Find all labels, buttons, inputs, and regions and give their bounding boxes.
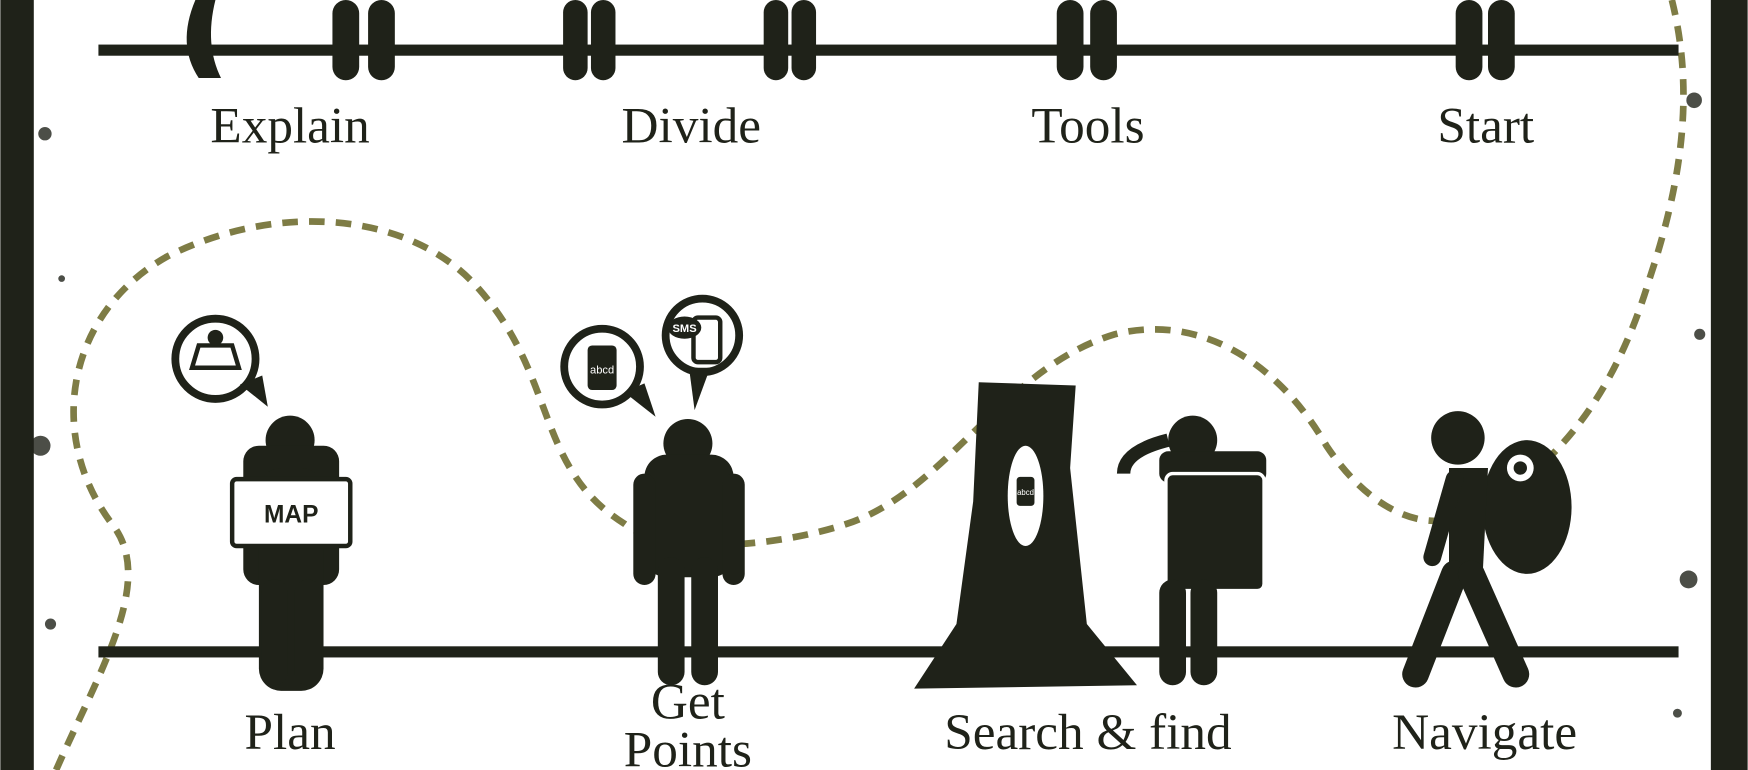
grunge-speckles xyxy=(30,92,1706,718)
plan-figure: MAP xyxy=(171,314,353,691)
tree-jar-icon xyxy=(1016,476,1035,506)
map-sign-text: MAP xyxy=(264,502,318,529)
step-label-navigate: Navigate xyxy=(1392,704,1577,761)
left-grunge-border xyxy=(0,0,34,770)
right-grunge-border xyxy=(1710,0,1748,770)
navigate-figure xyxy=(1402,411,1572,688)
step-label-points: Points xyxy=(624,722,752,770)
search-find-figure: abcd xyxy=(914,382,1267,689)
step-label-search-find: Search & find xyxy=(944,704,1231,761)
phone-icon xyxy=(691,315,723,365)
jar-label: abcd xyxy=(590,364,614,376)
top-ground-line xyxy=(98,44,1679,56)
step-label-get: Get xyxy=(651,674,725,731)
step-label-explain: Explain xyxy=(210,98,369,155)
top-row-figures xyxy=(186,0,1515,81)
step-label-divide: Divide xyxy=(622,98,762,155)
sms-text: SMS xyxy=(673,323,697,335)
dotted-trail-path xyxy=(53,0,1687,770)
step-label-tools: Tools xyxy=(1031,98,1144,155)
tree-jar-label: abcd xyxy=(1017,488,1034,497)
jar-icon xyxy=(587,345,617,391)
step-label-plan: Plan xyxy=(245,704,336,761)
map-pin-bubble xyxy=(171,314,260,403)
get-points-figure: abcd SMS xyxy=(560,294,745,686)
step-label-start: Start xyxy=(1437,98,1534,155)
bottom-ground-line xyxy=(98,646,1679,658)
map-pin-icon xyxy=(189,343,242,370)
